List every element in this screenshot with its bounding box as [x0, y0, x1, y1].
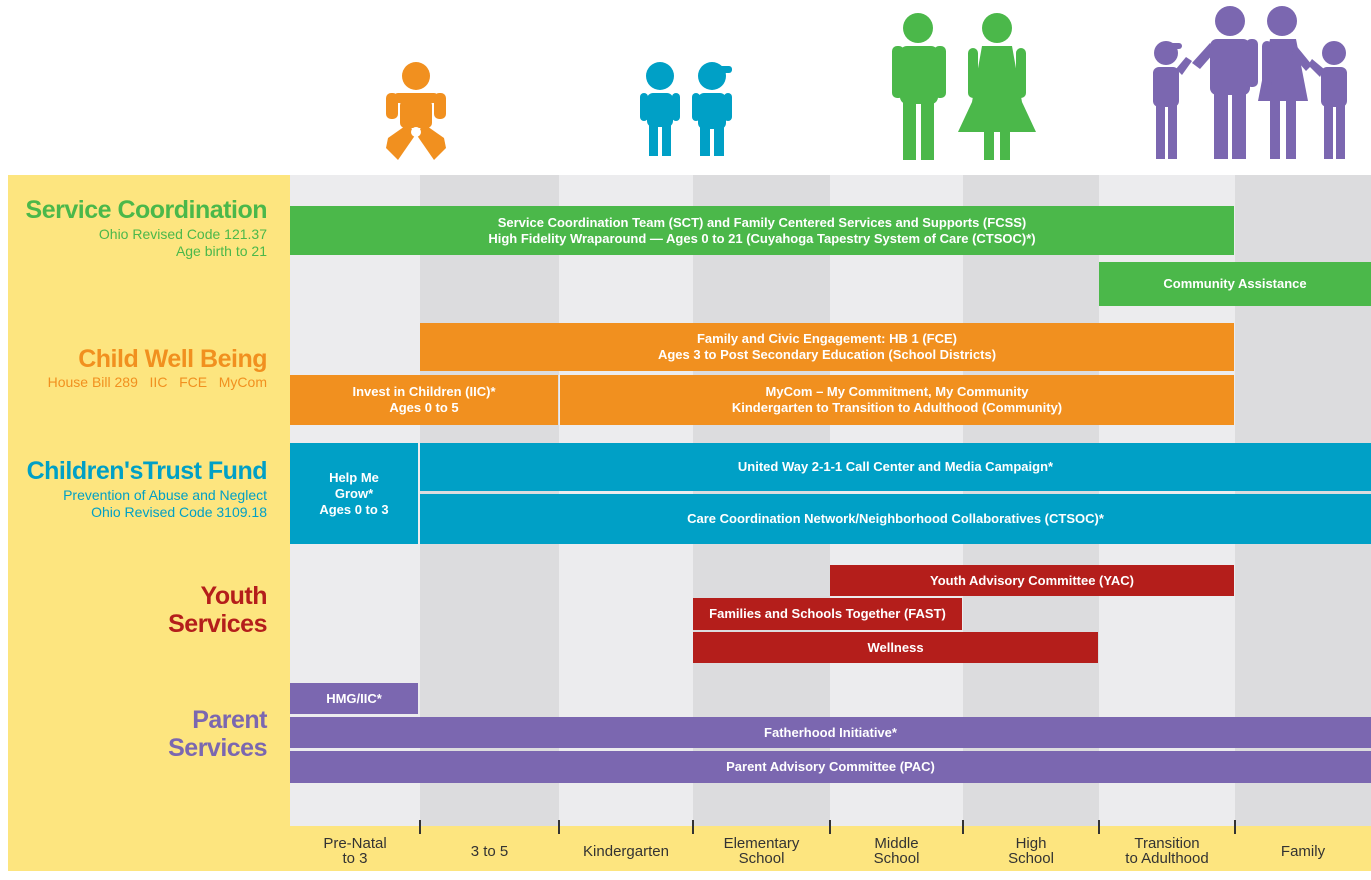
pac-bar: Parent Advisory Committee (PAC) [290, 751, 1371, 783]
axis-tick [829, 820, 831, 834]
axis-tick [419, 820, 421, 834]
stage-label: Middle School [873, 835, 920, 867]
child-well-being-subtitle: House Bill 289 IIC FCE MyCom [47, 374, 267, 390]
help-me-grow-bar: Help Me Grow* Ages 0 to 3 [290, 443, 418, 544]
family-icon [1153, 6, 1347, 159]
axis-tick [962, 820, 964, 834]
sct-bar: Service Coordination Team (SCT) and Fami… [290, 206, 1234, 255]
stage-label: Family [1280, 843, 1326, 860]
stage-label: Elementary School [723, 835, 800, 867]
stage-label: High School [1008, 835, 1054, 867]
iic-bar: Invest in Children (IIC)* Ages 0 to 5 [290, 375, 558, 425]
parent-services-title: Parent Services [168, 706, 267, 762]
child-well-being-title: Child Well Being [78, 345, 267, 373]
fce-bar: Family and Civic Engagement: HB 1 (FCE) … [420, 323, 1234, 371]
youth-services-title: Youth Services [168, 582, 267, 638]
service-coordination-title: Service Coordination [25, 196, 268, 224]
stage-label: Kindergarten [583, 843, 669, 860]
teens-icon [892, 13, 1036, 160]
care-coordination-bar: Care Coordination Network/Neighborhood C… [420, 494, 1371, 544]
community-assistance-bar: Community Assistance [1099, 262, 1371, 306]
axis-tick [692, 820, 694, 834]
yac-bar: Youth Advisory Committee (YAC) [830, 565, 1234, 596]
baby-icon [386, 62, 446, 160]
children-icon [640, 62, 732, 156]
axis-tick [1098, 820, 1100, 834]
fatherhood-bar: Fatherhood Initiative* [290, 717, 1371, 748]
service-coordination-subtitle: Ohio Revised Code 121.37 Age birth to 21 [98, 226, 267, 259]
hmg-iic-bar: HMG/IIC* [290, 683, 418, 714]
stage-label: Transition to Adulthood [1125, 835, 1209, 867]
axis-tick [1234, 820, 1236, 834]
sidebar-panel [8, 175, 290, 871]
axis-tick [558, 820, 560, 834]
stage-axis: Pre-Natal to 3 3 to 5 Kindergarten Eleme… [290, 820, 1371, 871]
fast-bar: Families and Schools Together (FAST) [693, 598, 962, 630]
childrens-trust-fund-subtitle: Prevention of Abuse and Neglect Ohio Rev… [63, 487, 267, 520]
united-way-bar: United Way 2-1-1 Call Center and Media C… [420, 443, 1371, 491]
wellness-bar: Wellness [693, 632, 1098, 663]
childrens-trust-fund-title: Children'sTrust Fund [26, 457, 268, 485]
mycom-bar: MyCom – My Commitment, My Community Kind… [560, 375, 1234, 425]
stage-label: Pre-Natal to 3 [323, 835, 387, 867]
stage-label: 3 to 5 [470, 843, 509, 860]
